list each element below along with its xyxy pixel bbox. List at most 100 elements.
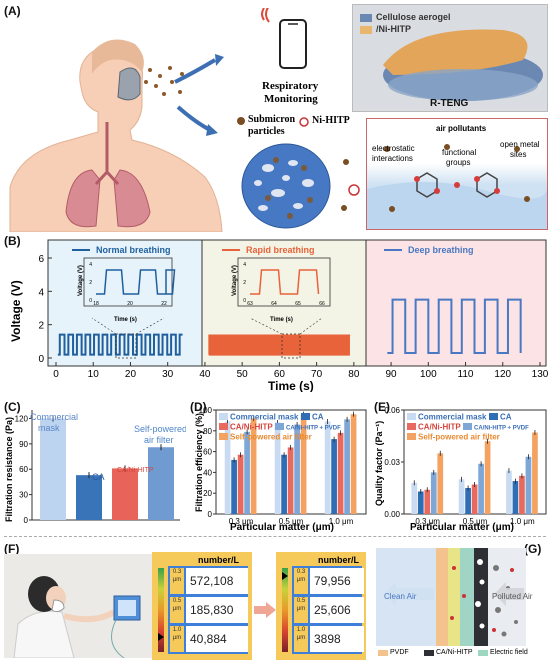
inset-ytick-label: 0 [243,298,246,304]
inset-xtick-label: 64 [271,301,277,307]
before-count-value: 185,830 [186,597,248,623]
e-legend-swatch [407,423,416,430]
openmetal-label-2: sites [510,150,527,159]
b-xlabel: Time (s) [268,379,314,392]
e-bar [506,470,512,514]
d-bar [244,431,250,514]
d-bar [324,421,331,514]
before-size-cell: 1.0 μm [170,626,184,652]
person-illustration [9,39,224,232]
e-legend-text: CA [500,413,512,422]
b-xtick-label: 80 [348,369,360,380]
d-xtick-label: 0.5 μm [279,517,304,526]
inset-ytick-label: 4 [89,262,92,268]
b-xtick-label: 130 [532,369,549,380]
e-bar [437,453,444,514]
c-ytick-label: 90 [19,440,28,449]
deep-region [366,240,546,366]
filter-mechanism-drawing [376,548,526,656]
d-bar [287,447,294,514]
b-waveforms [57,298,522,356]
b-xtick-label: 40 [199,369,211,380]
clean-air-label: Clean Air [384,592,417,601]
e-ylabel: Quality factor (Pa⁻¹) [374,421,384,506]
after-size-cell: 0.3 μm [294,568,308,594]
mechanism-drawing [367,144,547,229]
inset2-ylabel: Voltage (V) [232,265,238,296]
legend-aerogel-label: Cellulose aerogel [376,12,451,22]
submicron-dot [237,117,245,125]
inset-xtick-label: 66 [319,301,325,307]
d-legend-text: Self-powered air filter [230,433,312,442]
inset-ytick-label: 4 [243,262,246,268]
plot-frame [47,239,547,367]
e-legend-swatch [489,413,498,420]
d-ytick-label: 80 [203,427,212,436]
legend-normal-text: Normal breathing [96,245,171,255]
inset-ytick-label: 2 [243,280,246,286]
b-xtick-label: 100 [420,369,437,380]
e-legend-text: Self-powered air filter [418,433,500,442]
e-bar [465,488,471,514]
sphere-zoom-particles [341,159,360,211]
panel-g-label: (G) [524,542,542,556]
phone-icon [261,8,307,69]
inset-xtick-label: 65 [295,301,301,307]
inset-ytick-label: 0 [89,298,92,304]
inset-normal [83,257,173,307]
after-count-value: 25,606 [310,597,364,623]
zoom-line-r2 [299,317,323,335]
d-ytick-label: 0 [208,510,213,519]
e-legend-swatch [463,423,472,430]
monitoring-label: Monitoring [264,93,318,105]
before-after-arrow [254,602,276,618]
filtration-efficiency-chart: Filtration efficiency (%) Particular mat… [194,406,367,532]
d-legend-swatch [275,423,284,430]
d-xtick-label: 0.3 μm [229,517,254,526]
e-bar [525,456,532,514]
d-ylabel: Filtration efficiency (%) [194,413,204,512]
d-bar [237,454,244,514]
d-bar [350,414,357,514]
zoom-line-n1 [91,317,117,335]
nihitp-label: Ni-HITP [312,115,350,126]
b-xtick-label: 30 [162,369,174,380]
respiratory-label: Respiratory [262,80,319,92]
before-size-cell: 0.5 μm [170,597,184,623]
rteng-image [352,4,548,112]
zoom-box-normal [115,333,137,359]
zoom-line-r1 [249,317,283,335]
panel-f-label: (F) [4,542,20,556]
b-ytick-label: 6 [38,254,44,265]
d-bar [344,419,350,514]
before-color-bar [158,568,164,652]
e-xtick-label: 0.5 μm [463,517,488,526]
e-legend-swatch [407,433,416,440]
e-xtick-label: 1.0 μm [510,517,535,526]
electrostatic-label-1: electrostatic [372,144,415,153]
d-legend-swatch [301,413,310,420]
inset-rapid [237,257,331,307]
d-bar [231,459,237,514]
e-bar [532,432,538,514]
e-ytick-label: 0.00 [384,510,400,519]
e-bar [519,475,525,514]
c-label-selfpowered-2: air filter [144,435,174,445]
c-bar [76,475,102,520]
photo-drawing [4,554,152,659]
panel-d: (D) Filtration efficiency (%) Particular… [186,398,370,532]
legend-deep-text: Deep breathing [408,245,474,255]
c-label-ca: CA [92,472,105,482]
inset-xtick-label: 22 [161,301,167,307]
c-ytick-label: 0 [24,516,29,525]
b-ytick-label: 2 [38,321,44,332]
b-xtick-label: 90 [386,369,398,380]
d-ytick-label: 100 [199,406,213,415]
d-bar [281,454,287,514]
before-count-value: 40,884 [186,626,248,652]
b-xtick-label: 60 [274,369,286,380]
